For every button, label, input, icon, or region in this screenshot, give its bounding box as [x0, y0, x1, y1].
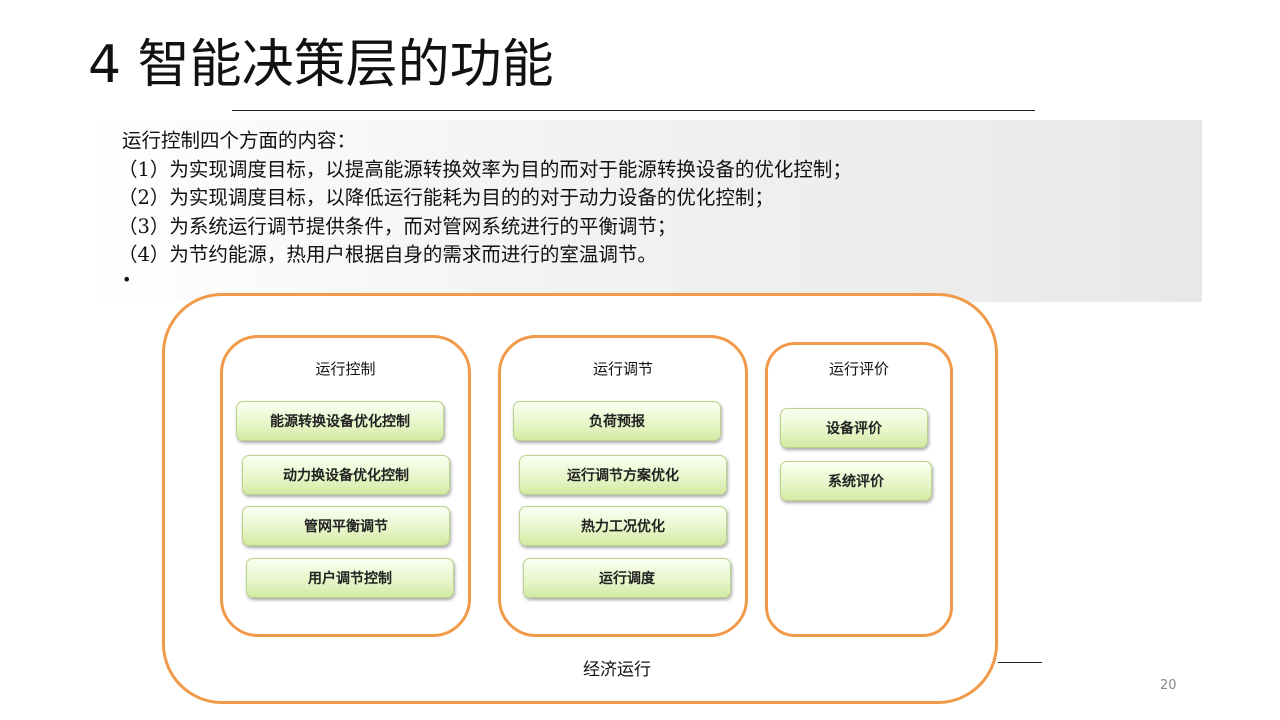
content-textbox: [85, 120, 1202, 302]
content-item: （3）为系统运行调节提供条件，而对管网系统进行的平衡调节；: [118, 214, 677, 238]
diagram-box: 运行调度: [523, 558, 731, 598]
diagram-box: 系统评价: [780, 461, 932, 501]
diagram-box: 能源转换设备优化控制: [236, 401, 444, 441]
diagram-box: 负荷预报: [513, 401, 721, 441]
economic-operation-label: 经济运行: [583, 660, 651, 680]
diagram-box: 动力换设备优化控制: [242, 455, 450, 495]
title-divider: [232, 110, 1035, 111]
content-item: （2）为实现调度目标，以降低运行能耗为目的的对于动力设备的优化控制；: [118, 186, 774, 209]
intro-text: 运行控制四个方面的内容：: [122, 129, 357, 152]
page-number: 20: [1160, 678, 1177, 693]
diagram-box: 设备评价: [780, 408, 928, 448]
group-title: 运行控制: [315, 360, 376, 378]
diagram-box: 管网平衡调节: [242, 506, 450, 546]
content-item: （4）为节约能源，热用户根据自身的需求而进行的室温调节。: [118, 243, 657, 266]
content-lines: 运行控制四个方面的内容： （1）为实现调度目标，以提高能源转换效率为目的而对于能…: [118, 127, 852, 270]
empty-bullet: •: [122, 270, 132, 289]
content-item: （1）为实现调度目标，以提高能源转换效率为目的而对于能源转换设备的优化控制；: [118, 157, 852, 181]
group-title: 运行评价: [828, 360, 889, 378]
group-title: 运行调节: [592, 360, 653, 378]
diagram-box: 用户调节控制: [246, 558, 454, 598]
slide-title: 4 智能决策层的功能: [88, 35, 554, 95]
diagram-box: 热力工况优化: [519, 506, 727, 546]
connector-line: [998, 662, 1042, 663]
diagram-box: 运行调节方案优化: [519, 455, 727, 495]
